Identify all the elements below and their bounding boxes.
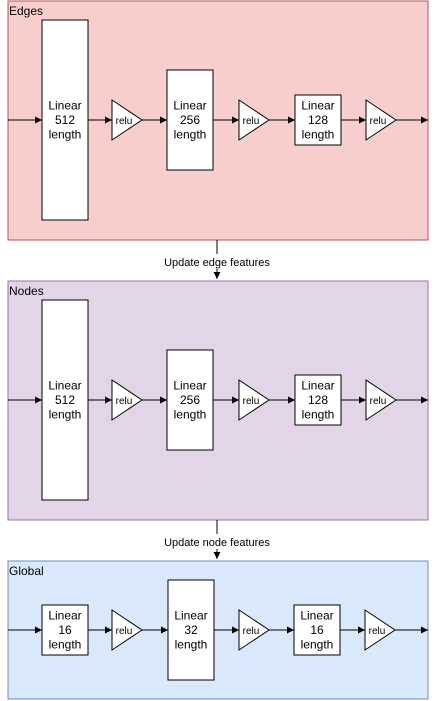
linear-layer-label: length <box>174 128 207 142</box>
linear-layer-box <box>41 19 89 221</box>
linear-layer-label: length <box>49 638 82 652</box>
linear-layer-label: 256 <box>180 393 200 407</box>
relu-activation: relu <box>364 609 396 651</box>
section-global: Global Linear16lengthreluLinear32lengthr… <box>7 560 429 700</box>
linear-layer-label: length <box>302 408 335 422</box>
linear-layer-label: 128 <box>308 393 328 407</box>
relu-triangle <box>238 99 270 141</box>
linear-layer-label: 32 <box>184 623 198 637</box>
relu-activation: relu <box>365 379 397 421</box>
linear-layer-box <box>293 604 341 656</box>
linear-layer-box <box>41 299 89 501</box>
linear-layer-box <box>41 604 89 656</box>
connector-label: Update edge features <box>164 257 270 269</box>
linear-layer-box <box>166 69 214 171</box>
linear-layer-label: length <box>174 408 207 422</box>
relu-activation: relu <box>238 379 270 421</box>
linear-layer-box <box>294 374 342 426</box>
relu-activation: relu <box>111 99 143 141</box>
linear-layer-label: length <box>301 638 334 652</box>
section-nodes: Nodes Linear512lengthreluLinear256length… <box>7 280 429 521</box>
relu-triangle <box>238 609 270 651</box>
relu-label: relu <box>243 116 260 127</box>
relu-activation: relu <box>111 379 143 421</box>
linear-layer-label: Linear <box>174 609 207 623</box>
linear-layer-label: Linear <box>301 99 334 113</box>
section-edges: Edges Linear512lengthreluLinear256length… <box>7 0 429 241</box>
relu-triangle <box>111 99 143 141</box>
relu-label: relu <box>243 626 260 637</box>
linear-layer-label: Linear <box>48 379 81 393</box>
relu-label: relu <box>370 116 387 127</box>
linear-layer-label: 512 <box>55 113 75 127</box>
relu-activation: relu <box>238 609 270 651</box>
linear-layer-label: Linear <box>173 379 206 393</box>
linear-layer-label: Linear <box>48 99 81 113</box>
relu-triangle <box>364 609 396 651</box>
linear-layer-label: Linear <box>173 99 206 113</box>
linear-layer-label: 16 <box>58 623 72 637</box>
linear-layer-label: length <box>49 408 82 422</box>
section-nodes-flow: Linear512lengthreluLinear256lengthreluLi… <box>8 299 428 501</box>
relu-label: relu <box>243 396 260 407</box>
section-edges-title: Edges <box>9 4 43 18</box>
section-nodes-title: Nodes <box>9 284 44 298</box>
linear-layer-label: length <box>49 128 82 142</box>
relu-triangle <box>111 609 143 651</box>
relu-triangle <box>111 379 143 421</box>
relu-label: relu <box>116 396 133 407</box>
relu-activation: relu <box>238 99 270 141</box>
section-global-title: Global <box>9 564 44 578</box>
relu-label: relu <box>116 626 133 637</box>
linear-layer-label: Linear <box>48 609 81 623</box>
relu-activation: relu <box>111 609 143 651</box>
relu-triangle <box>365 379 397 421</box>
linear-layer-label: 256 <box>180 113 200 127</box>
relu-label: relu <box>116 116 133 127</box>
linear-layer-label: 128 <box>308 113 328 127</box>
relu-triangle <box>365 99 397 141</box>
section-global-flow: Linear16lengthreluLinear32lengthreluLine… <box>8 579 428 681</box>
linear-layer-label: 512 <box>55 393 75 407</box>
relu-activation: relu <box>365 99 397 141</box>
linear-layer-box <box>167 579 215 681</box>
linear-layer-label: Linear <box>300 609 333 623</box>
linear-layer-label: length <box>175 638 208 652</box>
relu-label: relu <box>370 396 387 407</box>
linear-layer-label: Linear <box>301 379 334 393</box>
relu-label: relu <box>369 626 386 637</box>
linear-layer-label: 16 <box>310 623 324 637</box>
linear-layer-label: length <box>302 128 335 142</box>
connector-update-edge-features: Update edge features <box>160 240 274 279</box>
section-edges-flow: Linear512lengthreluLinear256lengthreluLi… <box>8 19 428 221</box>
linear-layer-box <box>294 94 342 146</box>
linear-layer-box <box>166 349 214 451</box>
connector-update-node-features: Update node features <box>160 520 274 559</box>
connector-label: Update node features <box>164 537 270 549</box>
relu-triangle <box>238 379 270 421</box>
